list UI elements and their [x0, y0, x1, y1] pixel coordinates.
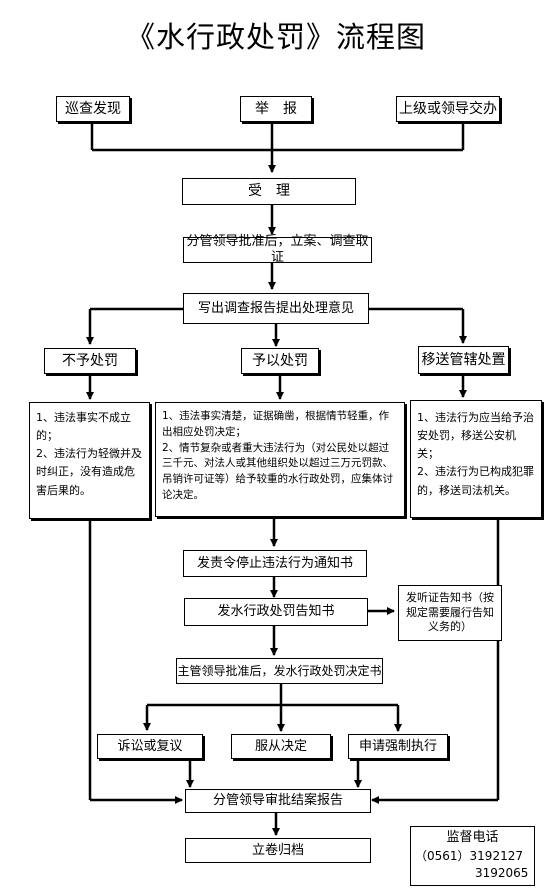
penalty-details: 1、违法事实清楚，证据确凿，根据情节轻重，作出相应处罚决定； 2、情节复杂或者重…	[155, 402, 405, 517]
contact-phone-1: （0561）3192127	[415, 848, 523, 863]
step-final-approval: 分管领导审批结案报告	[185, 789, 371, 813]
outcome-litigation: 诉讼或复议	[97, 734, 203, 759]
step-order-stop: 发责令停止违法行为通知书	[183, 550, 367, 577]
step-penalty-notice: 发水行政处罚告知书	[184, 598, 368, 626]
step-hearing-notice: 发听证告知书（按规定需要履行告知义务的）	[398, 585, 502, 641]
branch-no-penalty: 不予处罚	[44, 348, 136, 374]
branch-transfer: 移送管辖处置	[418, 346, 509, 374]
contact-label: 监督电话	[446, 830, 499, 845]
source-report: 举 报	[240, 96, 312, 122]
source-patrol: 巡查发现	[56, 96, 130, 122]
diagram-title: 《水行政处罚》流程图	[125, 20, 426, 54]
outcome-comply: 服从决定	[231, 734, 331, 759]
no-penalty-item-2: 2、违法行为轻微并及时纠正，没有造成危害后果的。	[36, 447, 142, 497]
transfer-details: 1、违法行为应当给予治安处罚，移送公安机关； 2、违法行为已构成犯罪的，移送司法…	[410, 400, 542, 518]
step-register: 分管领导批准后，立案、调查取证	[183, 234, 372, 265]
step-report: 写出调查报告提出处理意见	[183, 293, 369, 324]
penalty-item-2: 2、情节复杂或者重大违法行为（对公民处以超过三千元、对法人或其他组织处以超过三万…	[162, 441, 393, 501]
transfer-item-1: 1、违法行为应当给予治安处罚，移送公安机关；	[417, 411, 534, 461]
no-penalty-item-1: 1、违法事实不成立的；	[36, 411, 131, 443]
transfer-item-2: 2、违法行为已构成犯罪的，移送司法机关。	[417, 465, 534, 497]
supervision-contact: 监督电话 （0561）3192127 3192065	[410, 826, 535, 886]
source-assigned: 上级或领导交办	[396, 96, 500, 122]
outcome-enforcement: 申请强制执行	[348, 734, 448, 759]
penalty-item-1: 1、违法事实清楚，证据确凿，根据情节轻重，作出相应处罚决定；	[162, 410, 390, 438]
step-archive: 立卷归档	[185, 838, 371, 863]
no-penalty-details: 1、违法事实不成立的； 2、违法行为轻微并及时纠正，没有造成危害后果的。	[29, 402, 150, 519]
contact-phone-2: 3192065	[475, 866, 529, 881]
branch-penalty: 予以处罚	[241, 348, 319, 374]
step-decision: 主管领导批准后，发水行政处罚决定书	[176, 658, 383, 684]
step-accept: 受 理	[182, 178, 356, 205]
